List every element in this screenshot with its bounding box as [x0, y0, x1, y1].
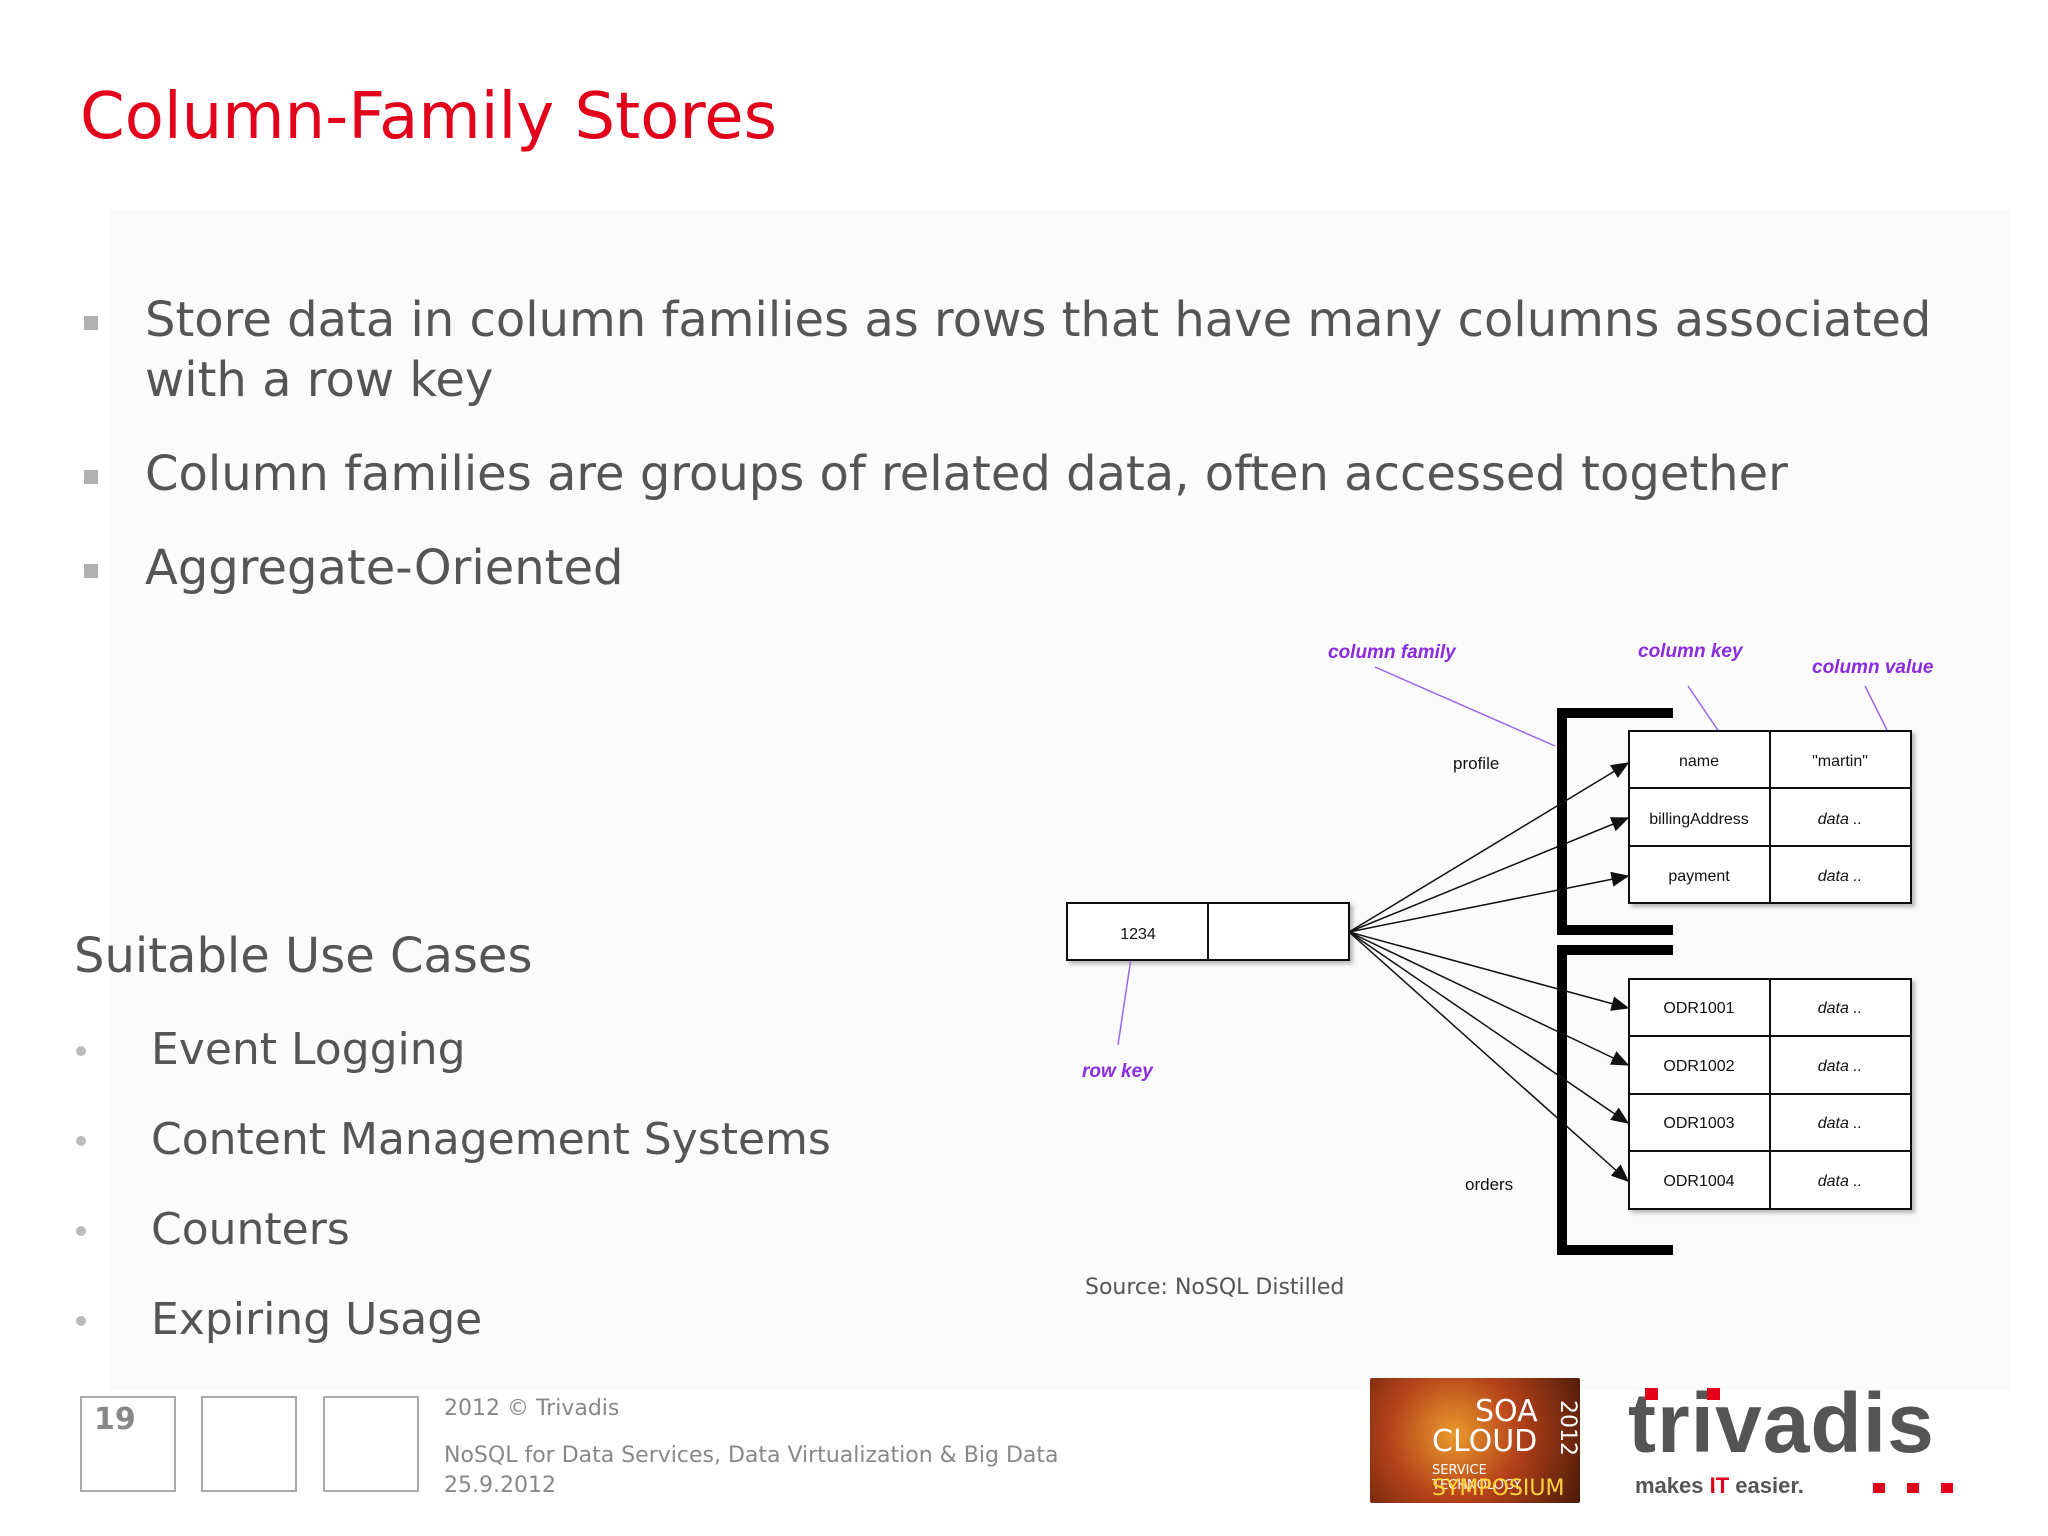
arrow — [1348, 931, 1630, 1011]
orders-label: orders — [1465, 1175, 1513, 1194]
column-value-annotation: column value — [1812, 657, 1934, 678]
bullet-item: Column families are groups of related da… — [80, 444, 1980, 504]
profile-bracket — [1557, 708, 1673, 935]
use-case-item: Expiring Usage — [74, 1288, 831, 1378]
square-bullet-icon — [84, 564, 98, 578]
column-value-cell: data .. — [1818, 1173, 1862, 1190]
dot-bullet-icon — [76, 1316, 86, 1326]
orders-table: ODR1001 data .. ODR1002 data .. ODR1003 … — [1628, 978, 1912, 1210]
column-key-cell: ODR1002 — [1663, 1058, 1734, 1075]
trivadis-logo: trivadis makes IT easier. — [1625, 1376, 1975, 1503]
arrow — [1348, 931, 1630, 1124]
use-cases-heading: Suitable Use Cases — [74, 928, 533, 984]
column-key-cell: ODR1004 — [1663, 1173, 1734, 1190]
use-case-text: Event Logging — [151, 1024, 466, 1075]
bullet-text: Store data in column families as rows th… — [145, 292, 1932, 408]
slide-title: Column-Family Stores — [80, 80, 777, 154]
column-key-cell: ODR1001 — [1663, 1000, 1734, 1017]
bullet-text: Aggregate-Oriented — [145, 540, 624, 596]
arrow — [1348, 931, 1630, 1066]
row-key-value: 1234 — [1120, 926, 1156, 943]
bullet-item: Store data in column families as rows th… — [80, 290, 1980, 410]
column-value-cell: data .. — [1818, 1058, 1862, 1075]
bullet-item: Aggregate-Oriented — [80, 538, 1980, 598]
trivadis-wordmark: trivadis — [1628, 1378, 1935, 1470]
footer-box — [201, 1396, 297, 1492]
use-case-item: Content Management Systems — [74, 1108, 831, 1198]
footer-event: NoSQL for Data Services, Data Virtualiza… — [444, 1443, 1059, 1468]
profile-table: name "martin" billingAddress data .. pay… — [1628, 730, 1912, 904]
column-value-cell: data .. — [1818, 811, 1862, 828]
footer-copyright: 2012 © Trivadis — [444, 1396, 620, 1421]
soa-cloud-symposium-logo: SOA CLOUD SERVICE TECHNOLOGY SYMPOSIUM 2… — [1370, 1378, 1580, 1503]
diagram-source: Source: NoSQL Distilled — [1085, 1275, 1345, 1300]
page-number-box: 19 — [80, 1396, 176, 1492]
use-case-text: Counters — [151, 1204, 350, 1255]
bullet-list: Store data in column families as rows th… — [80, 290, 1980, 632]
annotation-line — [1117, 944, 1134, 1046]
annotation-line — [1374, 666, 1556, 747]
square-bullet-icon — [84, 470, 98, 484]
bullet-text: Column families are groups of related da… — [145, 446, 1788, 502]
column-key-cell: payment — [1668, 868, 1730, 885]
footer-box — [323, 1396, 419, 1492]
use-case-text: Content Management Systems — [151, 1114, 831, 1165]
arrow — [1348, 762, 1630, 933]
column-key-cell: name — [1679, 753, 1719, 770]
use-case-text: Expiring Usage — [151, 1294, 483, 1345]
trivadis-tagline: makes IT easier. — [1635, 1473, 1804, 1498]
profile-label: profile — [1453, 754, 1499, 773]
arrow — [1348, 931, 1630, 1182]
dot-bullet-icon — [76, 1046, 86, 1056]
row-key-annotation: row key — [1082, 1061, 1154, 1082]
use-case-list: Event Logging Content Management Systems… — [74, 1018, 831, 1378]
column-key-cell: ODR1003 — [1663, 1115, 1734, 1132]
column-value-cell: data .. — [1818, 1000, 1862, 1017]
column-value-cell: data .. — [1818, 868, 1862, 885]
page-number: 19 — [94, 1402, 136, 1437]
dot-bullet-icon — [76, 1136, 86, 1146]
square-bullet-icon — [84, 316, 98, 330]
column-key-annotation: column key — [1638, 641, 1744, 662]
column-family-diagram: column family column key column value ro… — [1066, 641, 1934, 1255]
column-value-cell: "martin" — [1812, 753, 1868, 770]
orders-bracket — [1557, 945, 1673, 1255]
footer-date: 25.9.2012 — [444, 1473, 556, 1498]
column-value-cell: data .. — [1818, 1115, 1862, 1132]
column-key-cell: billingAddress — [1649, 811, 1749, 828]
use-case-item: Event Logging — [74, 1018, 831, 1108]
arrow — [1348, 871, 1630, 933]
use-case-item: Counters — [74, 1198, 831, 1288]
arrow — [1348, 817, 1630, 933]
dot-bullet-icon — [76, 1226, 86, 1236]
row-key-box: 1234 — [1066, 902, 1350, 961]
column-family-annotation: column family — [1328, 642, 1457, 663]
